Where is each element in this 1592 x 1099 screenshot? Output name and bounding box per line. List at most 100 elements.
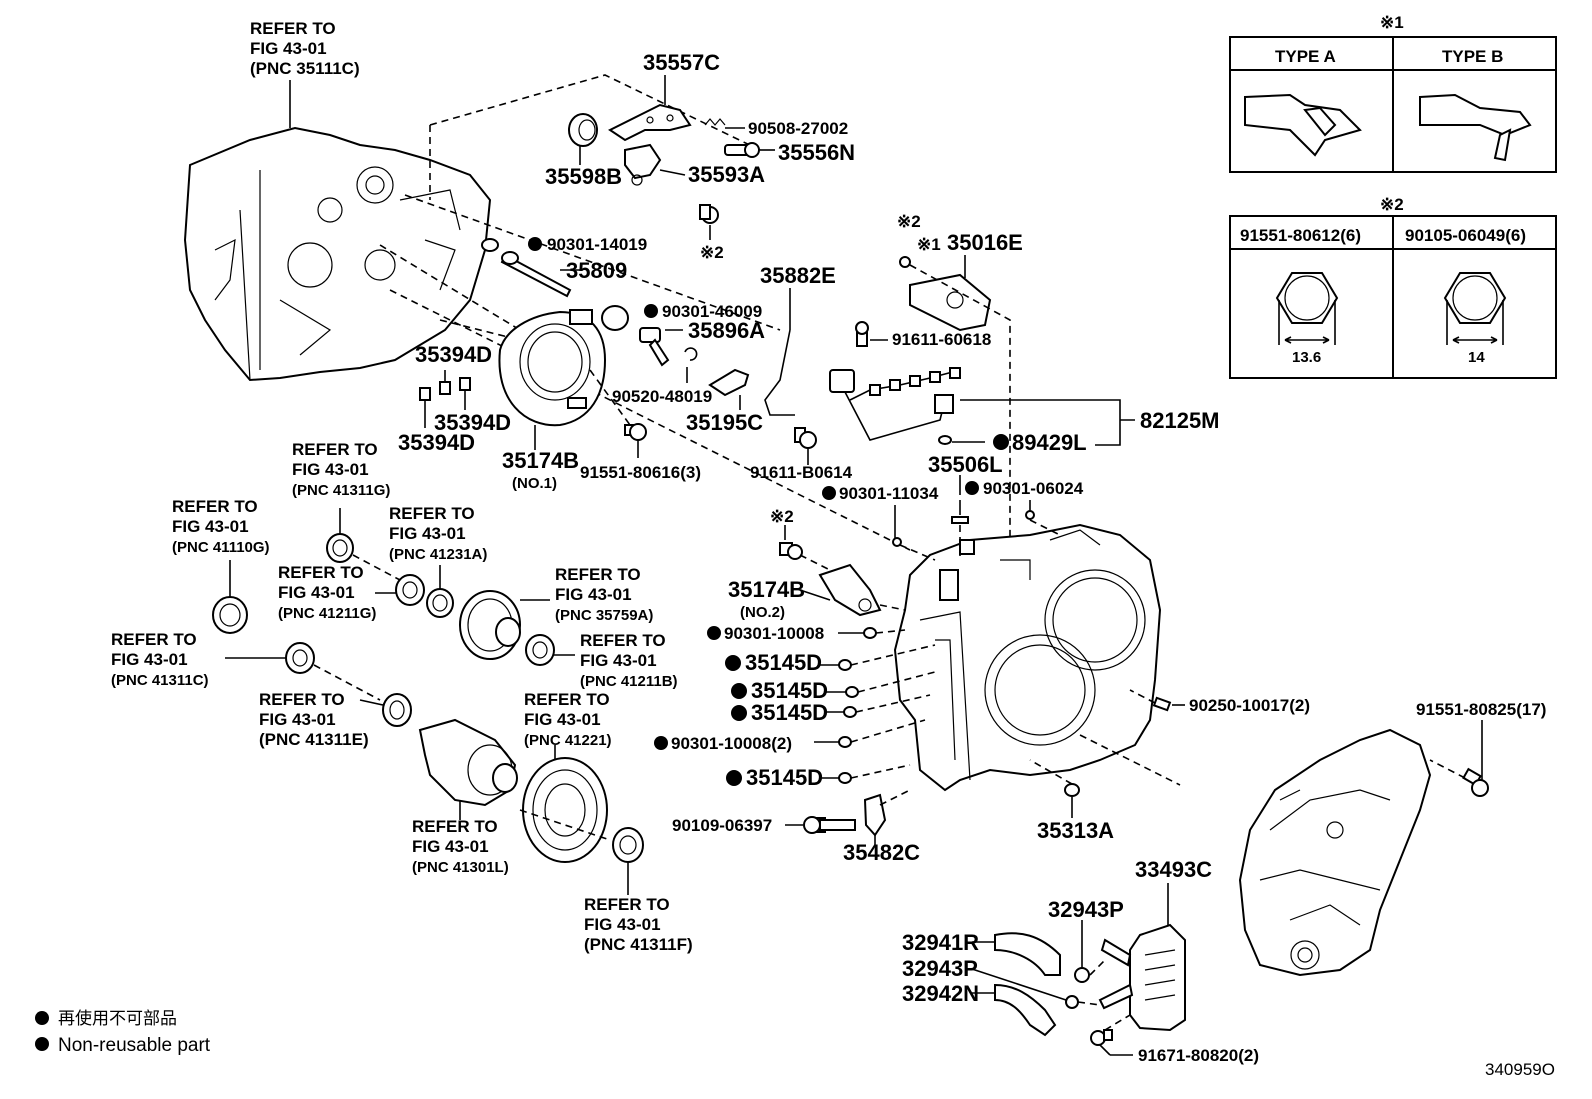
part-number-labels: 35557C 90508-27002 35556N 35598B 35593A …: [398, 50, 1546, 1065]
bracket-35557c-drawing: [608, 103, 692, 142]
label-35174b-no2-sub: (NO.2): [740, 604, 785, 621]
refer-41231a-l2: FIG 43-01: [389, 524, 466, 543]
table1-note: ※1: [1380, 13, 1404, 32]
label-35195c: 35195C: [686, 410, 763, 435]
refer-41231a-l1: REFER TO: [389, 504, 475, 523]
label-35394d-3: 35394D: [398, 430, 475, 455]
seal-41311f-drawing: [612, 827, 644, 863]
harness-82125m-drawing: [829, 367, 961, 441]
label-90301-06024: 90301-06024: [983, 479, 1084, 498]
label-35896a: 35896A: [688, 318, 765, 343]
seal-41311g-drawing: [326, 533, 354, 563]
label-90301-10008-2: 90301-10008(2): [671, 734, 792, 753]
refer-35111c-l1: REFER TO: [250, 19, 336, 38]
label-91611-60618: 91611-60618: [892, 330, 991, 349]
label-35506l: 35506L: [928, 452, 1003, 477]
label-90520-48019: 90520-48019: [612, 387, 712, 406]
table1-col-b: TYPE B: [1442, 47, 1503, 66]
label-90301-10008: 90301-10008: [724, 624, 824, 643]
label-35882e: 35882E: [760, 263, 836, 288]
refer-35759a-l2: FIG 43-01: [555, 585, 632, 604]
pad-35394d-1-drawing: [419, 387, 431, 401]
bolt-note2c-drawing: [779, 542, 803, 560]
refer-41221-l3: (PNC 41221): [524, 732, 612, 749]
label-35174b-no1: 35174B: [502, 448, 579, 473]
label-89429l: 89429L: [1012, 430, 1087, 455]
bracket-35482c-drawing: [863, 793, 887, 837]
figure-id: 340959O: [1485, 1060, 1555, 1079]
label-91671-80820: 91671-80820(2): [1138, 1046, 1259, 1065]
label-91551-80825: 91551-80825(17): [1416, 700, 1546, 719]
bolt-91551-80825-drawing: [1462, 767, 1489, 797]
non-reusable-markers: [35, 237, 1009, 1051]
label-32943p-2: 32943P: [902, 956, 978, 981]
refer-35759a-l1: REFER TO: [555, 565, 641, 584]
label-35809: 35809: [566, 258, 627, 283]
label-90250-10017: 90250-10017(2): [1189, 696, 1310, 715]
label-35593a: 35593A: [688, 162, 765, 187]
label-35598b: 35598B: [545, 164, 622, 189]
refer-41211b-l2: FIG 43-01: [580, 651, 657, 670]
differential-case-41301l-drawing: [418, 718, 518, 807]
refer-41301l-l1: REFER TO: [412, 817, 498, 836]
bearing-41311e-drawing: [382, 693, 412, 727]
label-32942n: 32942N: [902, 981, 979, 1006]
table1-col-a: TYPE A: [1275, 47, 1336, 66]
label-35482c: 35482C: [843, 840, 920, 865]
bolt-90109-06397-drawing: [803, 816, 856, 834]
transaxle-housing-drawing: [183, 126, 492, 382]
refer-41301l-l3: (PNC 41301L): [412, 859, 509, 876]
oring-90301-46009-drawing: [601, 305, 629, 331]
refer-41311e-l1: REFER TO: [259, 690, 345, 709]
bolt-35556n-drawing: [724, 142, 760, 158]
refer-41211g-l3: (PNC 41211G): [278, 605, 376, 622]
refer-41221-l2: FIG 43-01: [524, 710, 601, 729]
label-90301-46009: 90301-46009: [662, 302, 762, 321]
oring-90301-14019-drawing: [481, 238, 499, 252]
refer-35111c-l3: (PNC 35111C): [250, 59, 360, 78]
bolt-91611-b0614-drawing: [794, 427, 817, 449]
refer-41311c-l1: REFER TO: [111, 630, 197, 649]
label-90301-11034: 90301-11034: [839, 484, 939, 503]
oring-89429l-drawing: [938, 435, 952, 445]
refer-41311c-l3: (PNC 41311C): [111, 672, 209, 689]
table2-dim-b: 14: [1468, 349, 1485, 366]
label-note2-top: ※2: [700, 243, 724, 262]
refer-41311c-l2: FIG 43-01: [111, 650, 188, 669]
bolt-91551-80616-drawing: [624, 423, 647, 441]
label-35174b-no1-sub: (NO.1): [512, 475, 557, 492]
refer-41211g-l2: FIG 43-01: [278, 583, 355, 602]
label-note2-upper: ※2: [897, 212, 921, 231]
pad-35394d-3-drawing: [459, 377, 471, 391]
refer-41211b-l3: (PNC 41211B): [580, 673, 678, 690]
bolt-table: [1229, 215, 1557, 379]
lever-35593a-drawing: [624, 143, 662, 186]
bearing-41211b-drawing: [525, 634, 555, 666]
label-35145d-2: 35145D: [751, 678, 828, 703]
clamp-32943p-1-drawing: [1074, 967, 1090, 983]
label-35556n: 35556N: [778, 140, 855, 165]
cover-35174b-no1-drawing: [498, 309, 607, 427]
label-90508-27002: 90508-27002: [748, 119, 848, 138]
label-35145d-1: 35145D: [745, 650, 822, 675]
cover-35174b-no2-drawing: [818, 563, 882, 617]
label-35145d-3: 35145D: [751, 700, 828, 725]
seal-41311c-drawing: [285, 642, 315, 674]
legend-jp: 再使用不可部品: [58, 1008, 177, 1029]
label-note1: ※1: [917, 235, 941, 254]
type-table: [1229, 36, 1557, 173]
label-33493c: 33493C: [1135, 857, 1212, 882]
refer-41231a-l3: (PNC 41231A): [389, 546, 487, 563]
label-35145d-4: 35145D: [746, 765, 823, 790]
table2-col-b: 90105-06049(6): [1405, 226, 1526, 245]
label-35394d-2: 35394D: [434, 410, 511, 435]
label-35016e: 35016E: [947, 230, 1023, 255]
bolt-note2-drawing: [699, 204, 719, 224]
